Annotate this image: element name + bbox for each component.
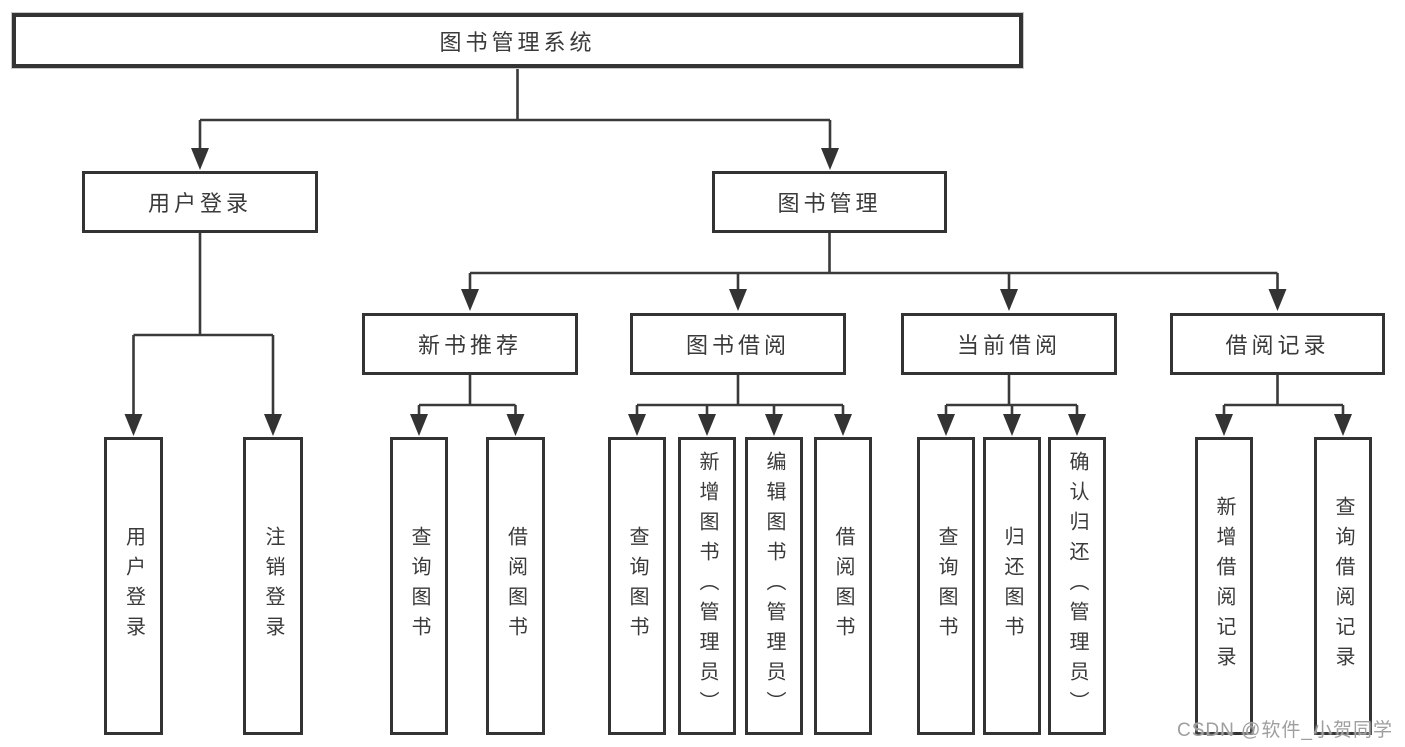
node-user-login: 用户登录: [82, 171, 318, 233]
node-label: 图书管理: [777, 191, 882, 216]
leaf-confirm-return-admin: 确认归还（管理员）: [1048, 437, 1106, 735]
arrow-down-icon: [1268, 289, 1287, 311]
node-label: 借阅图书: [832, 526, 854, 646]
node-label: 查询图书: [626, 526, 648, 646]
node-label: 新书推荐: [417, 333, 522, 358]
node-book-management: 图书管理: [712, 171, 947, 233]
connector-borrow-records-to-leaves: [1215, 375, 1352, 436]
node-label: 查询图书: [408, 526, 430, 646]
leaf-query-books-borrow: 查询图书: [608, 437, 666, 735]
arrow-down-icon: [461, 289, 479, 311]
node-label: 图书借阅: [685, 333, 790, 358]
node-label: 借阅图书: [504, 526, 527, 646]
arrow-down-icon: [628, 414, 646, 436]
leaf-add-borrow-record: 新增借阅记录: [1195, 437, 1253, 735]
node-label: 借阅记录: [1225, 333, 1330, 358]
node-label: 用户登录: [147, 191, 252, 216]
node-label: 归还图书: [1001, 526, 1023, 646]
arrow-down-icon: [1215, 414, 1233, 436]
node-label: 查询图书: [935, 526, 957, 646]
leaf-edit-books-admin: 编辑图书（管理员）: [745, 437, 803, 735]
arrow-down-icon: [698, 414, 716, 436]
arrow-down-icon: [410, 414, 428, 436]
node-label: 新增图书（管理员）: [696, 451, 718, 721]
node-label: 查询借阅记录: [1332, 496, 1354, 676]
arrow-down-icon: [506, 414, 525, 436]
leaf-borrow-books: 借阅图书: [814, 437, 872, 735]
arrow-down-icon: [729, 289, 747, 311]
connector-root-to-level2: [191, 66, 839, 170]
node-label: 当前借阅: [956, 333, 1061, 358]
arrow-down-icon: [1000, 289, 1018, 311]
node-label: 图书管理系统: [439, 29, 596, 55]
arrow-down-icon: [1003, 414, 1021, 436]
node-new-book-recommend: 新书推荐: [362, 313, 578, 375]
connector-book-management-to-level3: [461, 233, 1287, 311]
connector-new-book-to-leaves: [410, 375, 525, 436]
connector-book-borrow-to-leaves: [628, 375, 852, 436]
arrow-down-icon: [1068, 414, 1086, 436]
leaf-query-borrow-record: 查询借阅记录: [1314, 437, 1372, 735]
leaf-user-login: 用户登录: [104, 437, 163, 735]
node-book-borrowing: 图书借阅: [630, 313, 846, 375]
arrow-down-icon: [937, 414, 955, 436]
arrow-down-icon: [1334, 414, 1352, 436]
leaf-query-books-recommend: 查询图书: [390, 437, 448, 735]
arrow-down-icon: [834, 414, 852, 436]
csdn-watermark: CSDN @软件_小贺同学: [1177, 720, 1393, 741]
arrow-down-icon: [765, 414, 783, 436]
node-library-management-system: 图书管理系统: [12, 13, 1023, 68]
leaf-borrow-books-recommend: 借阅图书: [486, 437, 545, 735]
leaf-return-books: 归还图书: [983, 437, 1041, 735]
node-current-borrowing: 当前借阅: [901, 313, 1117, 375]
leaf-add-books-admin: 新增图书（管理员）: [678, 437, 736, 735]
connector-current-borrow-to-leaves: [937, 375, 1086, 436]
node-label: 编辑图书（管理员）: [763, 451, 785, 721]
arrow-down-icon: [191, 148, 209, 170]
leaf-query-books-current: 查询图书: [917, 437, 975, 735]
node-label: 用户登录: [122, 526, 145, 646]
node-label: 注销登录: [262, 526, 284, 646]
connector-user-login-to-leaves: [124, 233, 282, 436]
arrow-down-icon: [264, 414, 282, 436]
node-borrowing-records: 借阅记录: [1170, 313, 1385, 375]
leaf-logout: 注销登录: [243, 437, 303, 735]
arrow-down-icon: [124, 414, 143, 436]
arrow-down-icon: [821, 148, 839, 170]
node-label: 确认归还（管理员）: [1066, 451, 1088, 721]
node-label: 新增借阅记录: [1213, 496, 1235, 676]
